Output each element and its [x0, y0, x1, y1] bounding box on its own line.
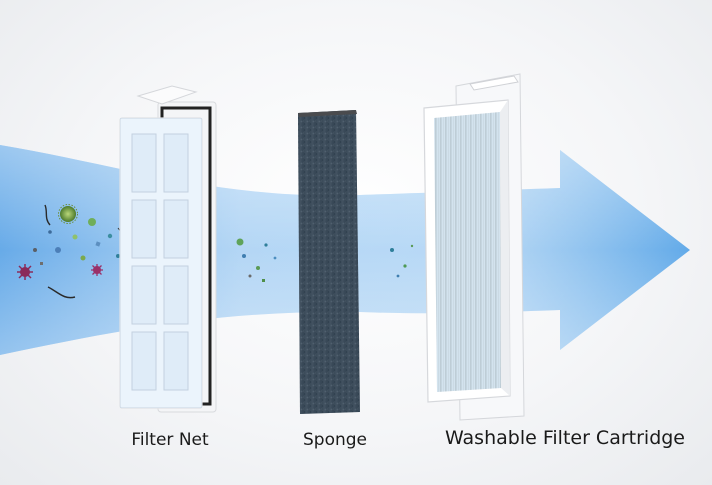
filter-net — [119, 85, 217, 413]
sponge — [298, 110, 360, 414]
washable-filter-cartridge — [423, 73, 525, 421]
filter-net-label: Filter Net — [131, 430, 209, 450]
cartridge-label: Washable Filter Cartridge — [444, 427, 686, 449]
dust-particles — [17, 204, 414, 299]
sponge-label: Sponge — [302, 430, 367, 450]
